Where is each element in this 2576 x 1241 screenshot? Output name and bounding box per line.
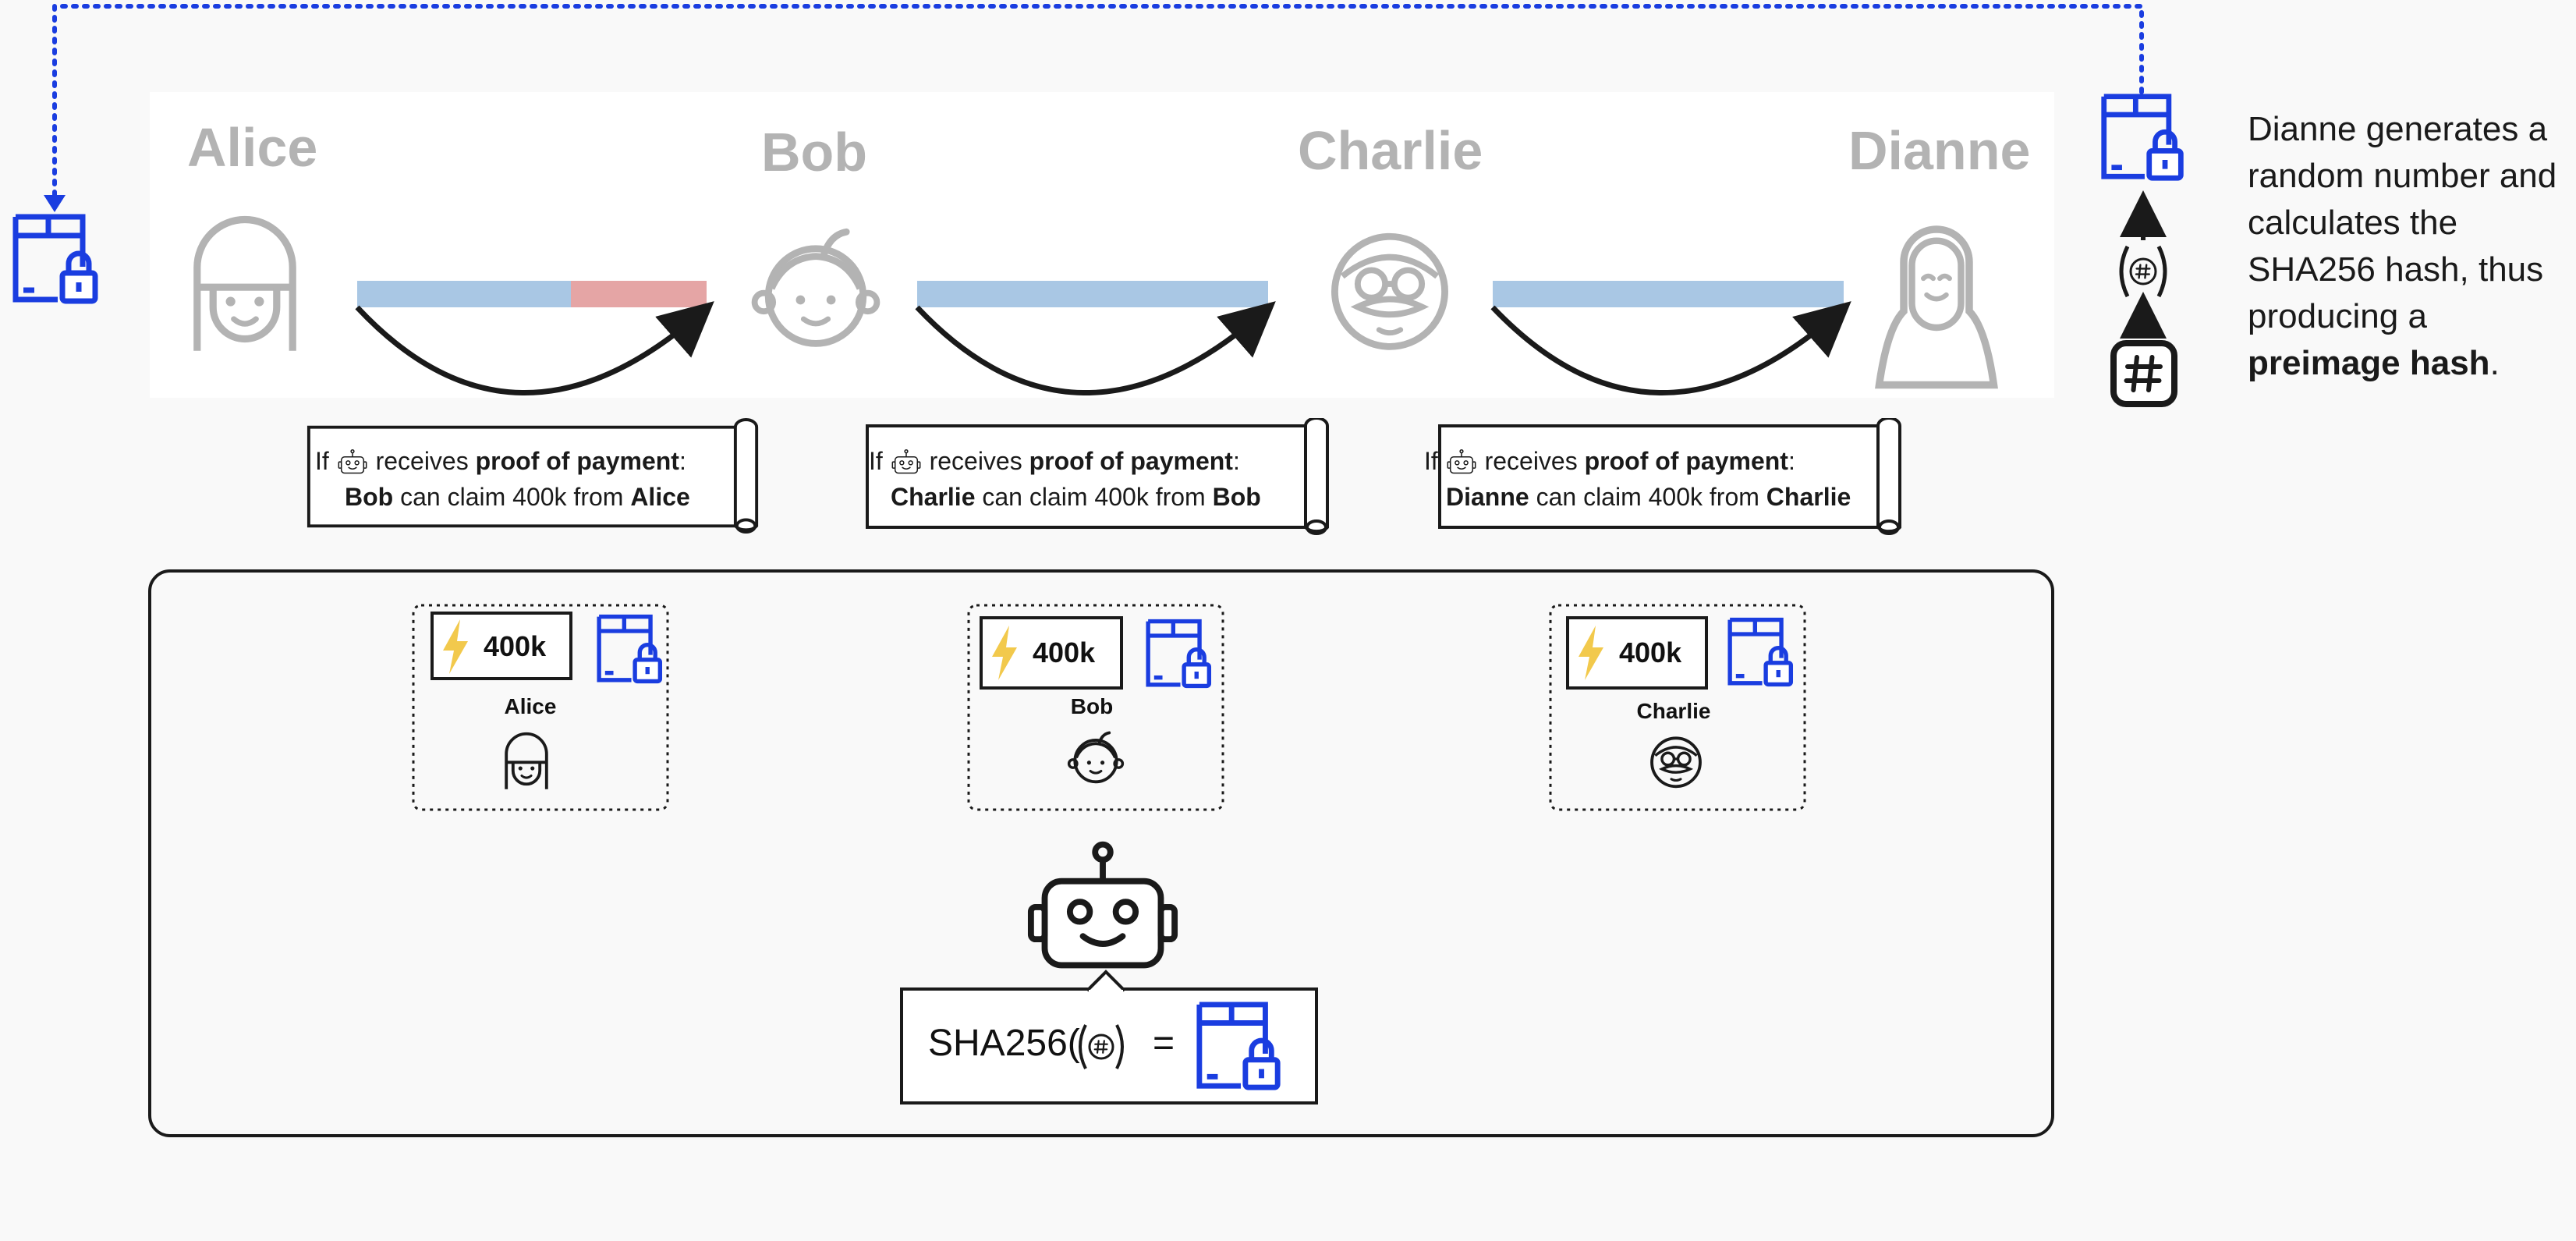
participant-name-alice: Alice bbox=[187, 117, 318, 178]
contract-text-2: If receives proof of payment: Charlie ca… bbox=[869, 447, 1261, 511]
equals-sign: = bbox=[1153, 1023, 1175, 1064]
participant-name-charlie: Charlie bbox=[1298, 120, 1483, 181]
htlc-amount: 400k bbox=[1033, 636, 1096, 668]
htlc-amount: 400k bbox=[1619, 636, 1682, 668]
participant-name-bob: Bob bbox=[761, 122, 868, 183]
htlc-container bbox=[148, 569, 2054, 1137]
payment-arrow bbox=[355, 301, 714, 395]
participant-name-dianne: Dianne bbox=[1848, 120, 2031, 181]
hash-check-pointer bbox=[1086, 970, 1126, 992]
random-number-box bbox=[2110, 340, 2177, 407]
envelope-lock-icon bbox=[2104, 97, 2181, 178]
channel-bar bbox=[917, 281, 1268, 307]
htlc-bob bbox=[967, 604, 1224, 811]
htlc-owner: Charlie bbox=[1636, 699, 1711, 723]
channel-bar-pending bbox=[571, 281, 707, 307]
robot-icon bbox=[1445, 449, 1478, 474]
preimage-icon bbox=[2129, 257, 2157, 285]
channel-alice-bob bbox=[355, 281, 714, 395]
channel-bar bbox=[1493, 281, 1844, 307]
participants-panel bbox=[150, 92, 2054, 398]
htlc-alice bbox=[412, 604, 669, 811]
htlc-amount: 400k bbox=[484, 630, 547, 662]
robot-icon bbox=[890, 449, 923, 474]
channel-bar bbox=[357, 281, 571, 307]
channel-charlie-dianne bbox=[1490, 281, 1851, 395]
contract-text-1: If receives proof of payment: Bob can cl… bbox=[315, 447, 690, 511]
hash-icon bbox=[2135, 264, 2151, 279]
envelope-lock-icon bbox=[16, 217, 95, 301]
payment-arrow bbox=[1490, 301, 1851, 395]
htlc-charlie bbox=[1549, 604, 1806, 811]
hash-function-label: SHA256( bbox=[928, 1023, 1080, 1064]
preimage-loop-arrow bbox=[44, 195, 66, 212]
htlc-owner: Alice bbox=[504, 694, 557, 718]
contract-text-3: If receives proof of payment: Dianne can… bbox=[1424, 447, 1851, 511]
preimage-description: Dianne generates a random number and cal… bbox=[2248, 110, 2557, 382]
preimage-loop-connector bbox=[52, 4, 2144, 205]
robot-icon bbox=[336, 449, 369, 474]
channel-bob-charlie bbox=[915, 281, 1276, 395]
preimage-icon bbox=[1088, 1034, 1114, 1060]
payment-arrow bbox=[915, 301, 1276, 395]
htlc-owner: Bob bbox=[1070, 694, 1114, 718]
